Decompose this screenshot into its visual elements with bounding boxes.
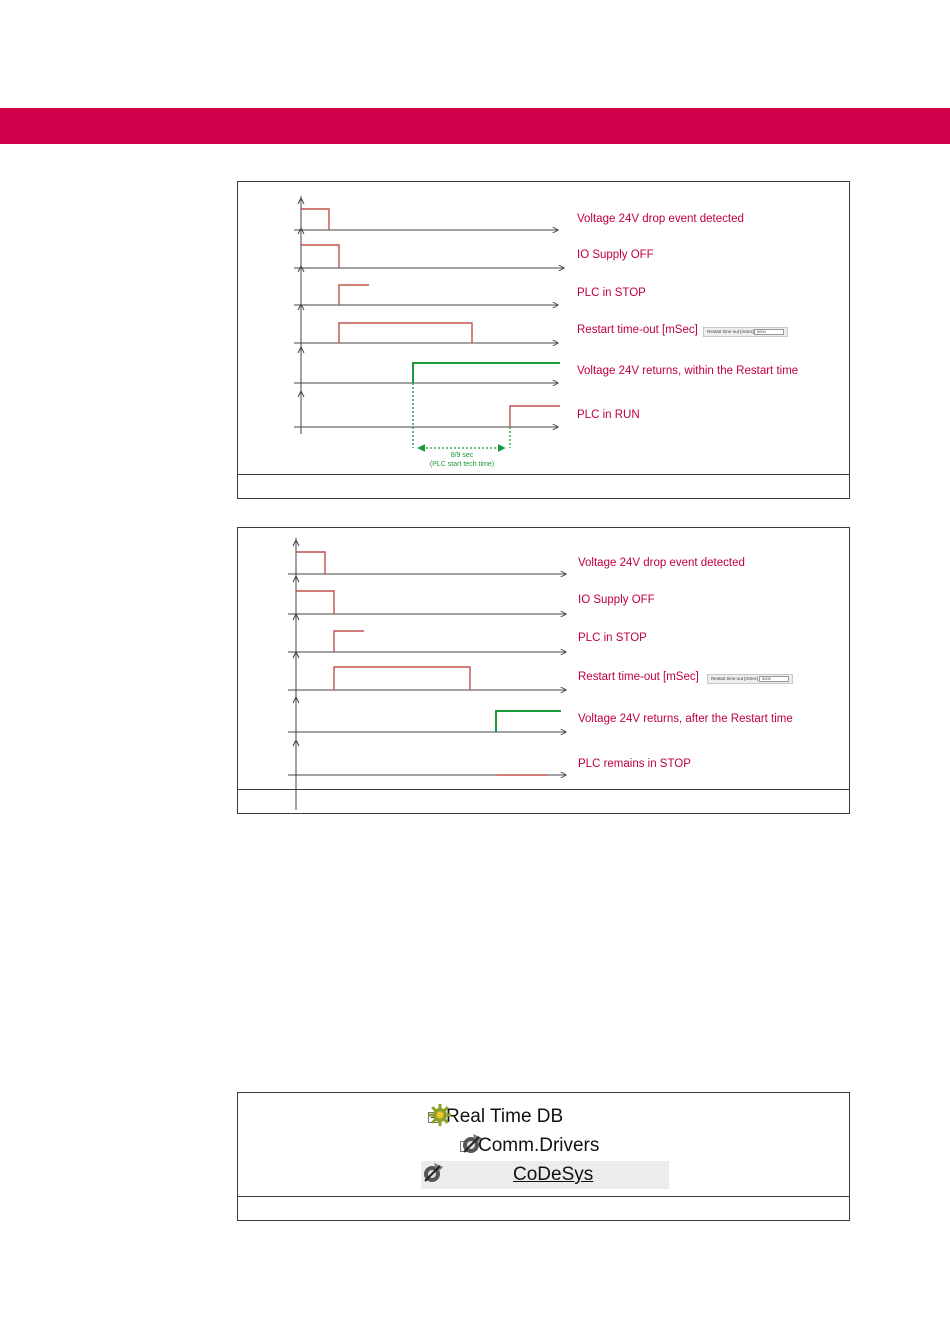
project-tree: Real Time DB Comm.Drivers CoDeSys xyxy=(421,1101,669,1189)
timing-diagram-1-graphics xyxy=(294,196,851,452)
restart-timeout-field-value: 5000 xyxy=(759,676,789,682)
signal-label: Voltage 24V returns, after the Restart t… xyxy=(578,713,793,725)
bracket-duration: 8/9 sec xyxy=(450,452,474,459)
signal-label: PLC in STOP xyxy=(577,287,646,299)
signal-label: IO Supply OFF xyxy=(577,249,654,261)
tree-item-real-time-db[interactable]: Real Time DB xyxy=(428,1103,669,1131)
restart-timeout-field: Restart time-out [mSec] 5000 xyxy=(703,327,788,337)
bracket-note: (PLC start tech time) xyxy=(429,461,495,468)
header-band xyxy=(0,108,950,144)
tree-item-comm-drivers[interactable]: Comm.Drivers xyxy=(460,1132,669,1160)
project-tree-figure: Real Time DB Comm.Drivers CoDeSys xyxy=(237,1092,850,1221)
signal-label: Voltage 24V drop event detected xyxy=(577,213,744,225)
timing-diagram-within-restart: 8/9 sec (PLC start tech time) Voltage 24… xyxy=(237,181,850,499)
signal-label: Restart time-out [mSec] xyxy=(578,671,699,683)
tree-item-label: Real Time DB xyxy=(446,1106,564,1127)
signal-label: PLC in STOP xyxy=(578,632,647,644)
restart-timeout-field: Restart time-out [mSec] 5000 xyxy=(707,674,793,684)
signal-label: PLC remains in STOP xyxy=(578,758,691,770)
restart-timeout-field-label: Restart time-out [mSec] xyxy=(711,676,759,681)
signal-label: IO Supply OFF xyxy=(578,594,655,606)
timing-diagram-2-graphics xyxy=(288,538,851,810)
signal-label: Voltage 24V drop event detected xyxy=(578,557,745,569)
tree-item-codesys[interactable]: CoDeSys xyxy=(421,1161,669,1189)
start-time-bracket-label: 8/9 sec (PLC start tech time) xyxy=(418,451,506,469)
tree-item-label: CoDeSys xyxy=(513,1164,594,1185)
restart-timeout-field-value: 5000 xyxy=(754,329,784,335)
figure-caption-row xyxy=(238,1196,849,1220)
driver-icon xyxy=(424,1163,443,1182)
signal-label: Restart time-out [mSec] xyxy=(577,324,698,336)
gear-icon xyxy=(429,1104,451,1126)
signal-label: Voltage 24V returns, within the Restart … xyxy=(577,365,799,377)
figure-caption-row xyxy=(238,474,849,498)
timing-diagram-after-restart: Voltage 24V drop event detected IO Suppl… xyxy=(237,527,850,814)
figure-caption-row xyxy=(238,789,849,813)
driver-icon xyxy=(463,1134,482,1153)
restart-timeout-field-label: Restart time-out [mSec] xyxy=(707,329,755,334)
signal-label: PLC in RUN xyxy=(577,409,640,421)
tree-item-label: Comm.Drivers xyxy=(478,1135,600,1156)
